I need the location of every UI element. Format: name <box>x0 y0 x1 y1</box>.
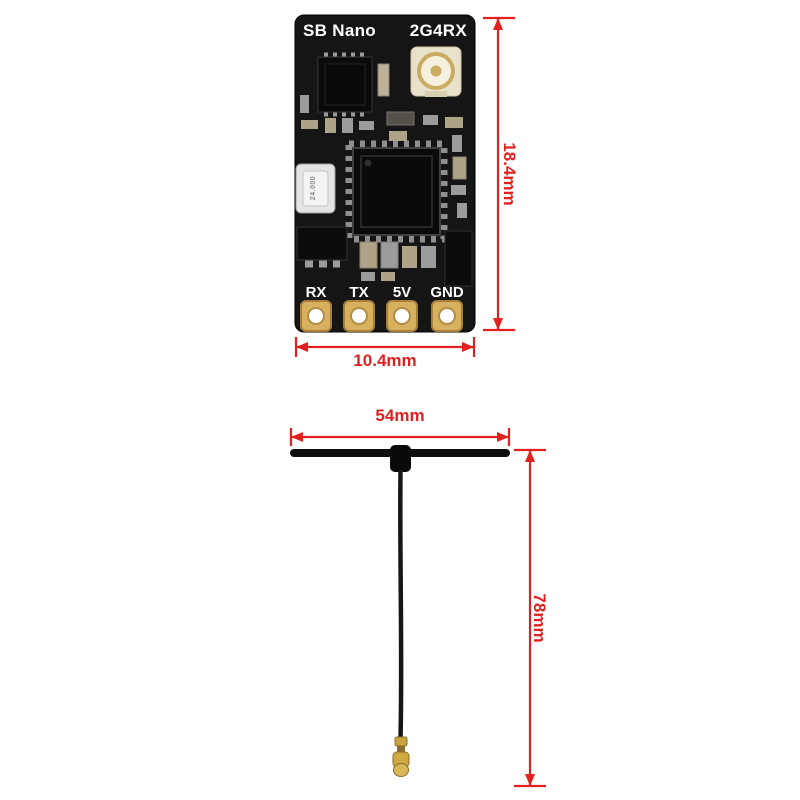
pad-gnd <box>431 300 463 332</box>
pad-label-gnd: GND <box>430 284 464 301</box>
pad-label-5v: 5V <box>392 284 412 301</box>
rf-chip <box>317 52 373 117</box>
smd-components <box>300 63 467 281</box>
antenna-connector-icon <box>392 736 410 777</box>
board-model-name: SB Nano <box>303 21 376 40</box>
pad-label-rx: RX <box>305 284 327 301</box>
board-height-dim-line <box>483 16 515 332</box>
antenna-length-dimension: 78mm <box>530 593 549 643</box>
pad-label-tx: TX <box>349 284 369 301</box>
board-width-dim-line <box>294 337 476 357</box>
antenna <box>290 445 510 777</box>
board-silkscreen-title: SB Nano 2G4RX <box>303 21 467 41</box>
antenna-length-dim-line <box>514 448 546 788</box>
board-width-dimension: 10.4mm <box>353 351 417 370</box>
crystal-oscillator <box>295 163 336 214</box>
board-model-variant: 2G4RX <box>409 21 467 40</box>
ufl-connector-icon <box>410 46 462 97</box>
side-component-block <box>444 230 473 287</box>
antenna-width-dimension: 54mm <box>375 406 425 425</box>
regulator-ic <box>296 226 348 268</box>
main-chip <box>345 140 448 243</box>
antenna-width-dim-line <box>289 428 511 446</box>
antenna-cable <box>398 469 404 741</box>
pad-5v <box>386 300 418 332</box>
pad-tx <box>343 300 375 332</box>
solder-pads <box>300 300 463 332</box>
crystal-frequency-label: 24.000 <box>310 175 317 201</box>
pad-rx <box>300 300 332 332</box>
board-height-dimension: 18.4mm <box>500 142 519 206</box>
